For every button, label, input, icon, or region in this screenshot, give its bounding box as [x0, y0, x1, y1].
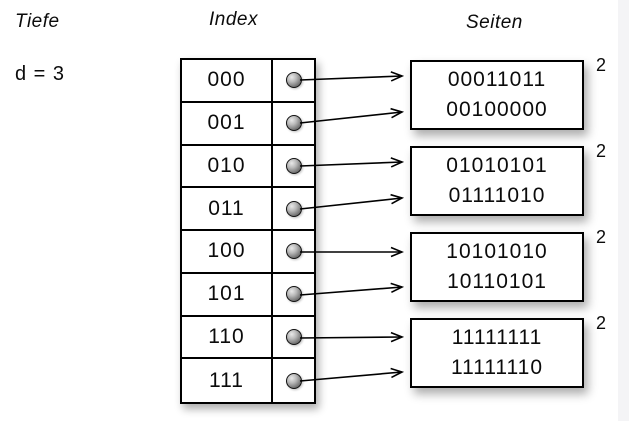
pointer-dot-icon	[285, 243, 302, 260]
pointer-dot-icon	[285, 328, 302, 345]
pointer-cell	[271, 316, 314, 358]
index-row: 101	[182, 273, 314, 317]
index-table: 000 001 010 011 100 101 110 111	[180, 58, 316, 404]
pointer-dot-icon	[285, 286, 302, 303]
pointer-cell	[271, 231, 314, 272]
pointer-cell	[271, 145, 314, 187]
page-entry: 00100000	[446, 98, 548, 121]
depth-column-heading: Tiefe	[15, 11, 60, 32]
index-row: 010	[182, 145, 314, 189]
pointer-cell	[271, 102, 314, 144]
page-entry: 11111110	[450, 356, 544, 379]
index-row: 100	[182, 231, 314, 274]
index-key: 111	[209, 368, 244, 392]
local-depth-label: 2	[596, 313, 607, 333]
pointer-dot-icon	[285, 115, 302, 132]
page-box: 10101010 10110101	[410, 232, 584, 302]
local-depth-label: 2	[596, 55, 607, 75]
index-row: 011	[182, 188, 314, 231]
pointer-dot-icon	[285, 72, 302, 89]
slide-edge-strip	[618, 0, 629, 421]
page-entry: 01010101	[446, 154, 548, 177]
index-key: 100	[207, 239, 246, 263]
index-key: 101	[207, 282, 246, 306]
index-row: 110	[182, 316, 314, 360]
depth-value-label: d = 3	[15, 63, 66, 85]
pointer-cell	[271, 188, 314, 229]
index-key: 110	[208, 324, 245, 348]
local-depth-label: 2	[596, 141, 607, 161]
pointer-cell	[271, 273, 314, 315]
local-depth-label: 2	[596, 227, 607, 247]
pointer-dot-icon	[285, 372, 302, 389]
index-key: 001	[207, 111, 246, 135]
index-row: 111	[182, 359, 314, 402]
page-box: 11111111 11111110	[410, 318, 584, 388]
index-row: 000	[182, 60, 314, 103]
index-key: 010	[207, 153, 246, 177]
index-key: 011	[208, 196, 245, 220]
index-column-heading: Index	[209, 9, 258, 30]
page-entry: 11111111	[451, 326, 543, 349]
pointer-cell	[271, 60, 314, 101]
pointer-dot-icon	[285, 200, 302, 217]
page-box: 01010101 01111010	[410, 146, 584, 216]
page-box: 00011011 00100000	[410, 60, 584, 130]
pages-column-heading: Seiten	[466, 12, 523, 33]
page-entry: 10101010	[446, 240, 548, 263]
page-entry: 00011011	[447, 68, 547, 91]
index-key: 000	[207, 68, 246, 92]
page-entry: 01111010	[448, 184, 546, 207]
pointer-dot-icon	[285, 157, 302, 174]
index-row: 001	[182, 102, 314, 146]
page-entry: 10110101	[447, 270, 547, 293]
pointer-cell	[271, 359, 314, 402]
